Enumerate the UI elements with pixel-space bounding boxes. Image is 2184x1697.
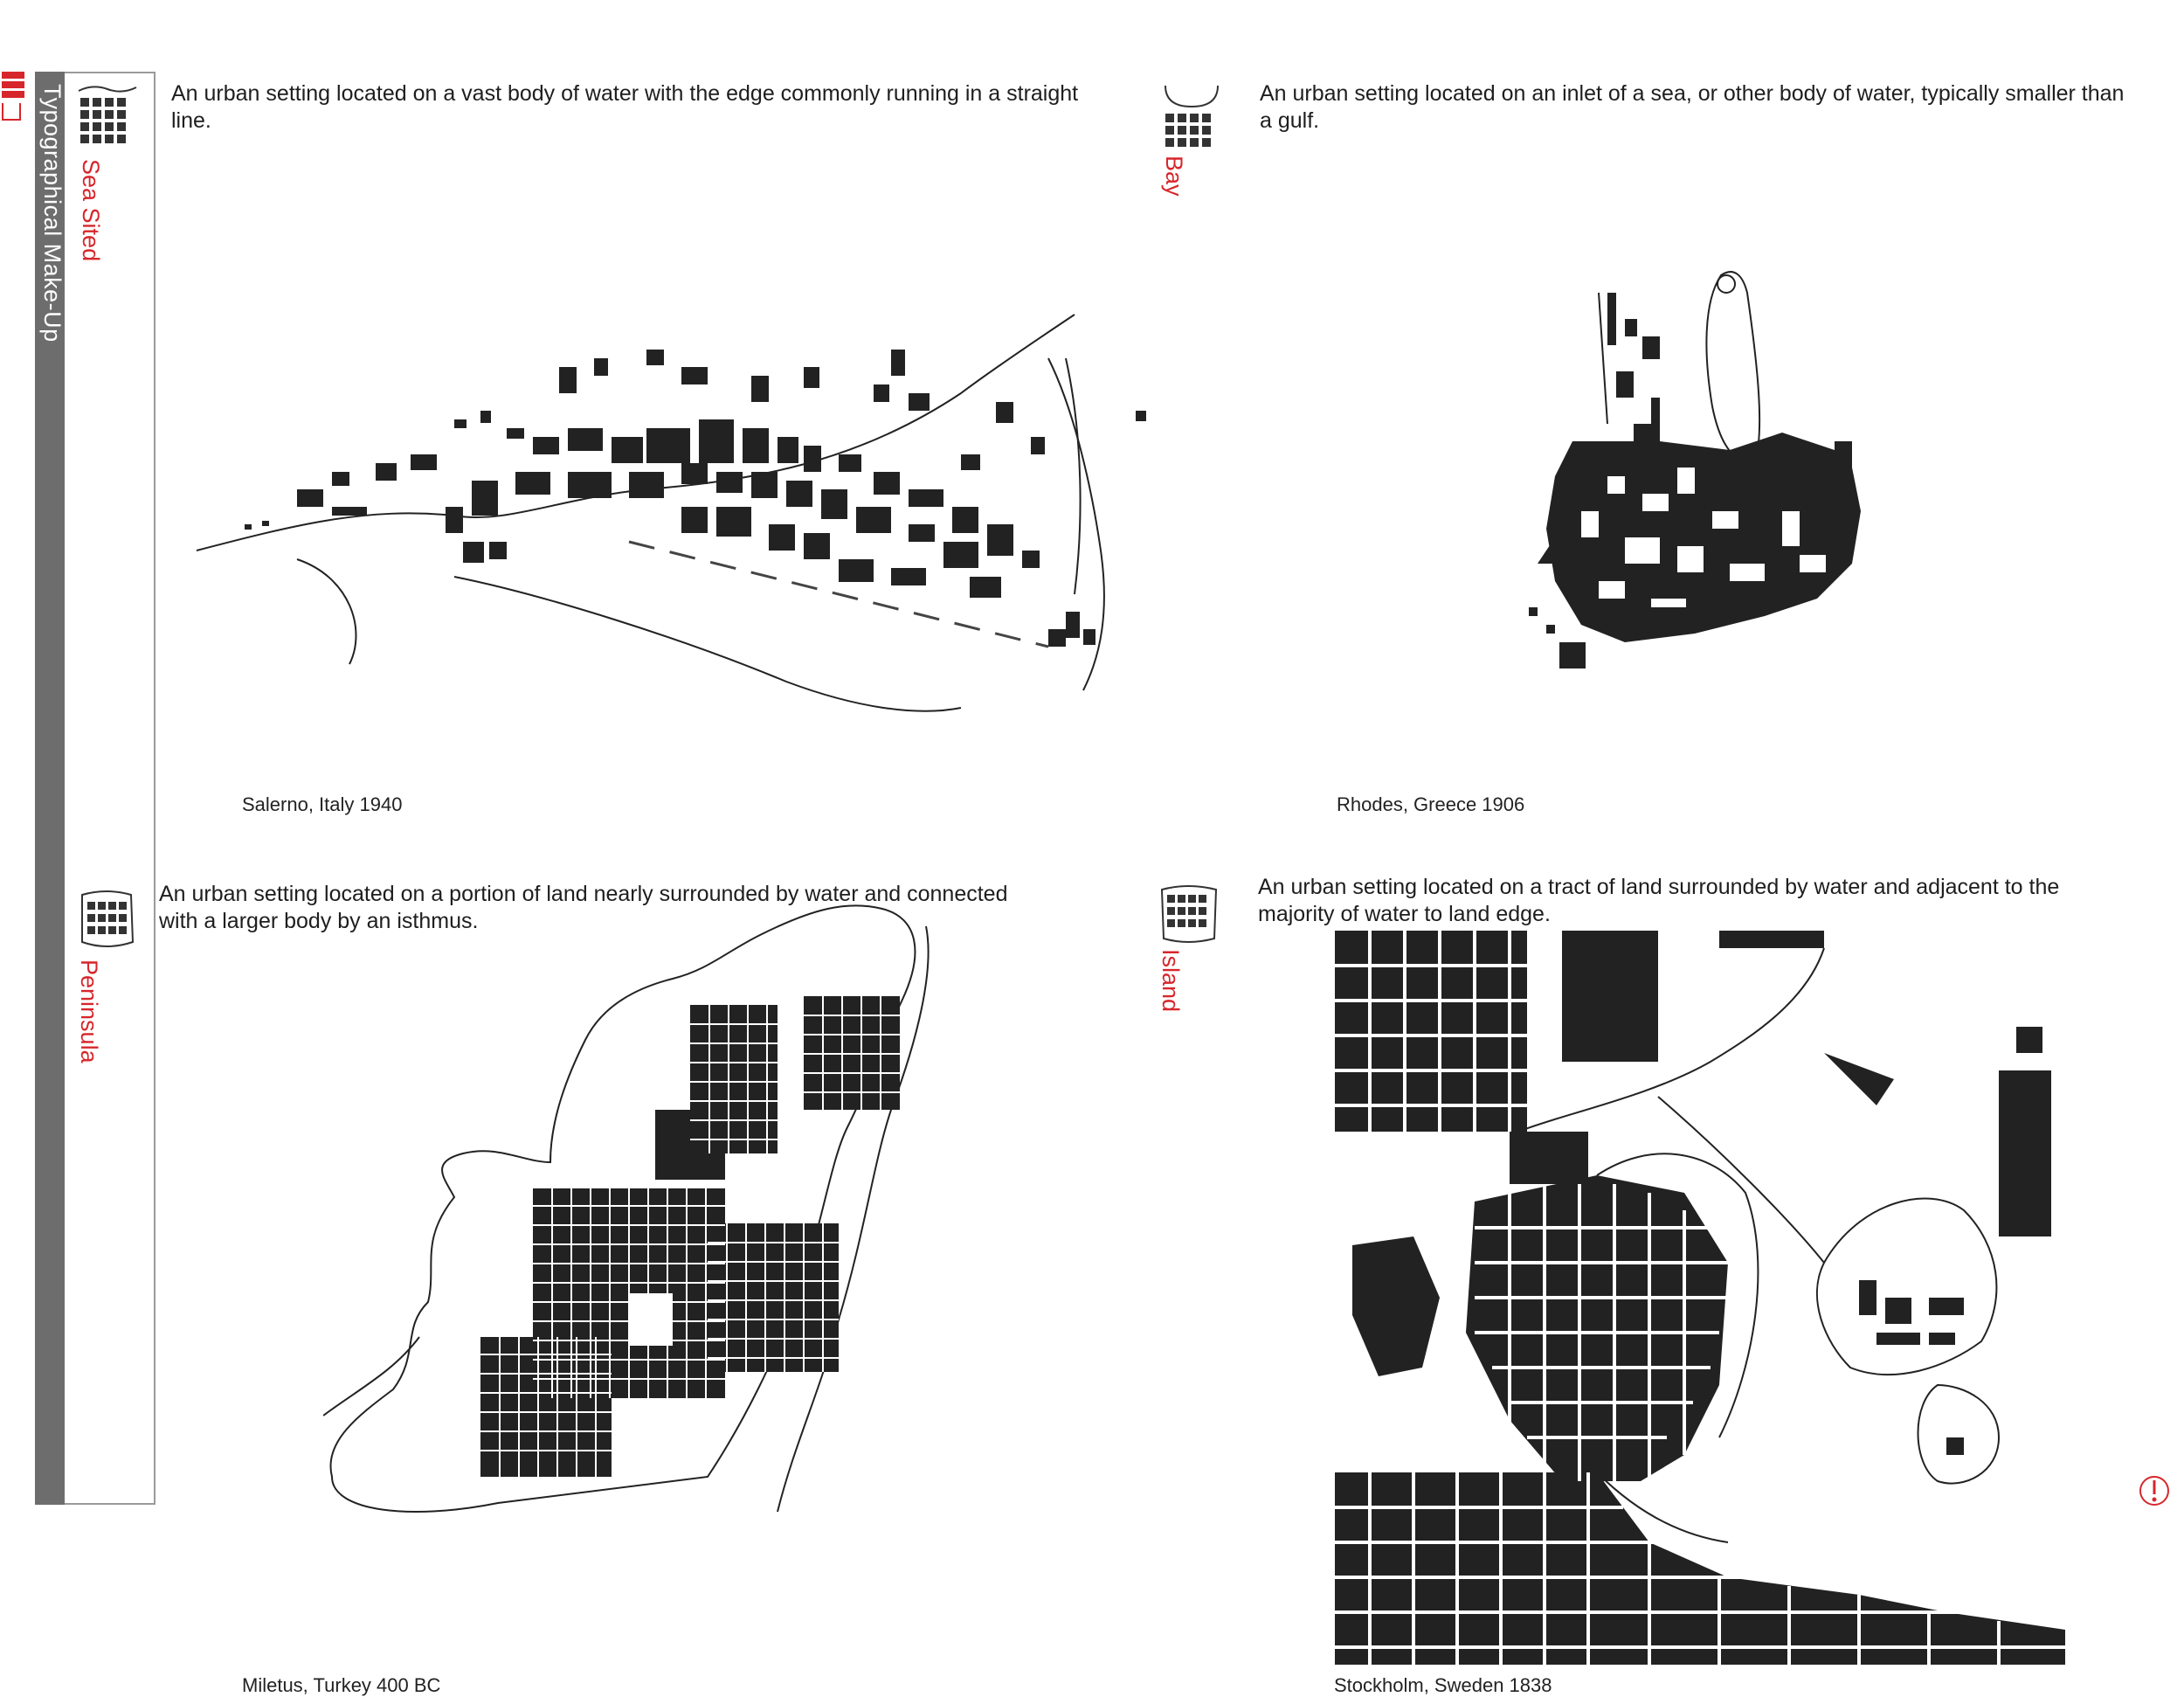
map-miletus [323, 900, 952, 1547]
sidebar-frame [65, 72, 156, 1505]
panel-label-bay: Bay [1161, 156, 1187, 197]
panel-description-peninsula: An urban setting located on a portion of… [159, 882, 1008, 933]
caption-stockholm: Stockholm, Sweden 1838 [1334, 1674, 1552, 1696]
page-marker-icon [2137, 1473, 2172, 1513]
map-stockholm [1335, 931, 2065, 1665]
sidebar-title: Typographical Make-Up [39, 84, 66, 343]
map-salerno [192, 262, 1162, 717]
panel-description-bay: An urban setting located on an inlet of … [1260, 81, 2125, 133]
panel-label-island: Island [1158, 949, 1184, 1013]
sea-grid-icon [77, 84, 138, 152]
panel-description-sea-sited: An urban setting located on a vast body … [171, 81, 1079, 133]
panel-label-peninsula: Peninsula [76, 959, 102, 1063]
caption-miletus: Miletus, Turkey 400 BC [242, 1674, 441, 1696]
caption-salerno: Salerno, Italy 1940 [242, 793, 403, 815]
peninsula-grid-icon [77, 890, 138, 952]
island-grid-icon [1158, 883, 1220, 945]
caption-rhodes: Rhodes, Greece 1906 [1337, 793, 1525, 815]
bay-grid-icon [1162, 84, 1223, 152]
panel-description-island: An urban setting located on a tract of l… [1258, 875, 2060, 926]
map-rhodes [1503, 249, 1922, 703]
sidebar-tag [2, 72, 28, 142]
sidebar-bar [35, 72, 65, 1505]
panel-label-sea-sited: Sea Sited [78, 159, 104, 262]
